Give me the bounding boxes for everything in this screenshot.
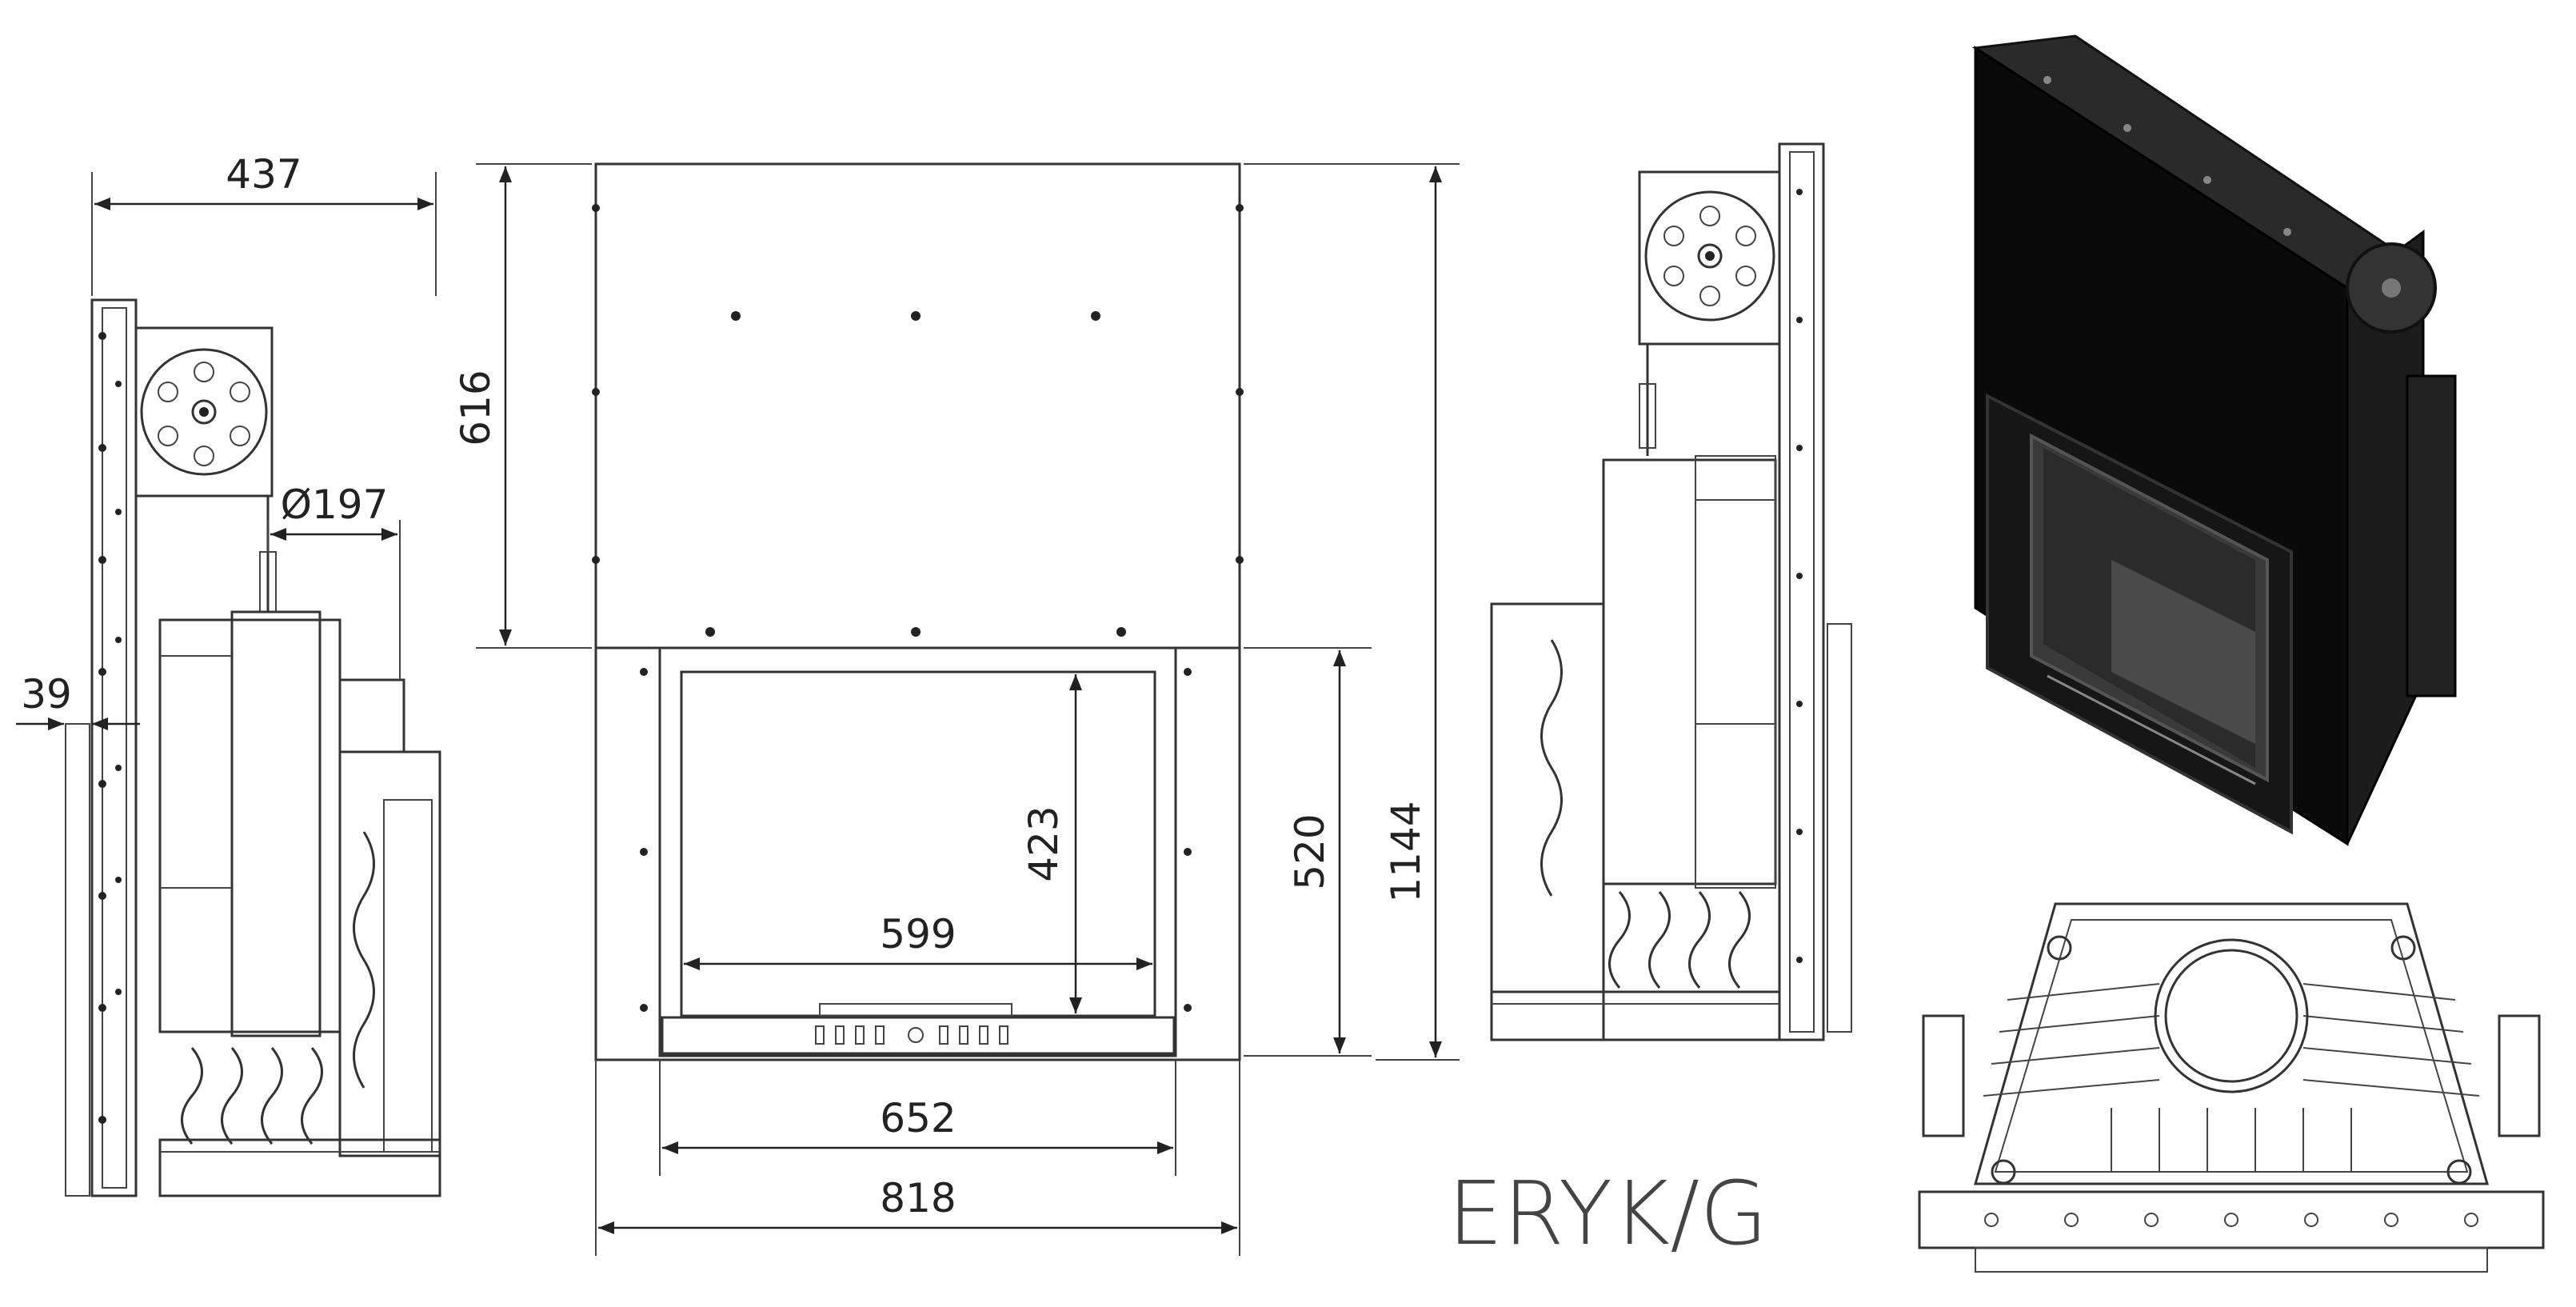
side-wheel [140,348,268,476]
dim-glass-width: 599 [880,911,956,957]
dim-flue-diameter: Ø197 [281,482,389,528]
dim-front-width: 818 [880,1175,956,1221]
dim-side-offset: 39 [21,671,72,717]
front-panel-holes [592,204,1244,1012]
dim-door-width: 652 [880,1095,956,1141]
top-view [1918,902,2545,1273]
side-view: 437 Ø197 39 [16,151,441,1197]
dim-side-width: 437 [226,151,302,198]
top-front-plate-holes [1984,1213,2478,1227]
drawing-title: ERYK/G [1448,1162,1768,1265]
side-view-right [1490,142,1852,1041]
dim-glass-height: 423 [1020,805,1067,881]
front-view: 616 423 599 520 1144 652 818 [453,162,1460,1256]
front-vents [815,1025,1008,1045]
dim-opening-height: 520 [1287,813,1333,889]
dim-upper-height: 616 [453,370,499,446]
top-flue-collar [2154,938,2309,1093]
isometric-view [1971,34,2457,846]
side-right-wheel [1644,190,1775,322]
side-plate-holes [98,332,122,1124]
dim-total-height: 1144 [1383,801,1429,902]
